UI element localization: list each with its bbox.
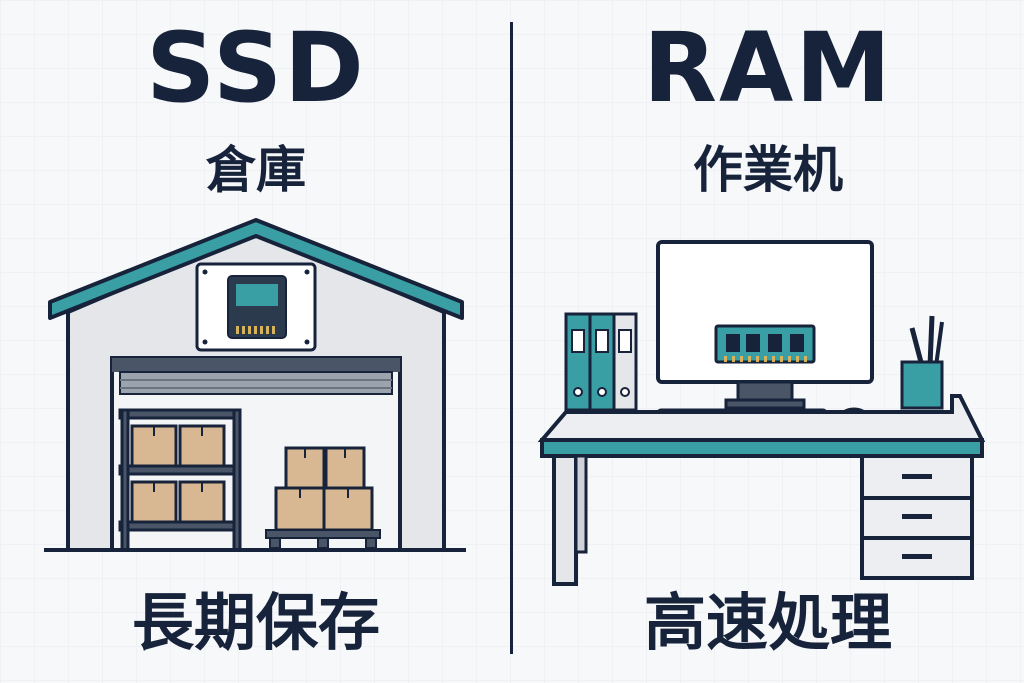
ram-caption: 高速処理 [643, 586, 892, 659]
ram-module-icon [714, 324, 816, 364]
ssd-panel: SSD 倉庫 [44, 12, 466, 659]
ram-panel: RAM 作業机 [512, 0, 1024, 683]
ram-title: RAM [643, 12, 893, 124]
ssd-caption: 長期保存 [131, 586, 380, 659]
monitor-icon [656, 240, 874, 410]
desk [537, 394, 986, 586]
binders-icon [564, 312, 638, 412]
center-divider [510, 22, 513, 654]
warehouse-illustration [44, 218, 466, 552]
pallet-boxes [274, 446, 374, 532]
pallet [265, 529, 381, 549]
ssd-title: SSD [146, 12, 366, 124]
warehouse-roof [48, 218, 464, 320]
ssd-chip-icon [195, 262, 317, 352]
ssd-subtitle: 倉庫 [206, 141, 306, 199]
ram-subtitle: 作業机 [693, 141, 843, 199]
desk-illustration [537, 240, 986, 586]
pen-cup-icon [900, 315, 944, 410]
